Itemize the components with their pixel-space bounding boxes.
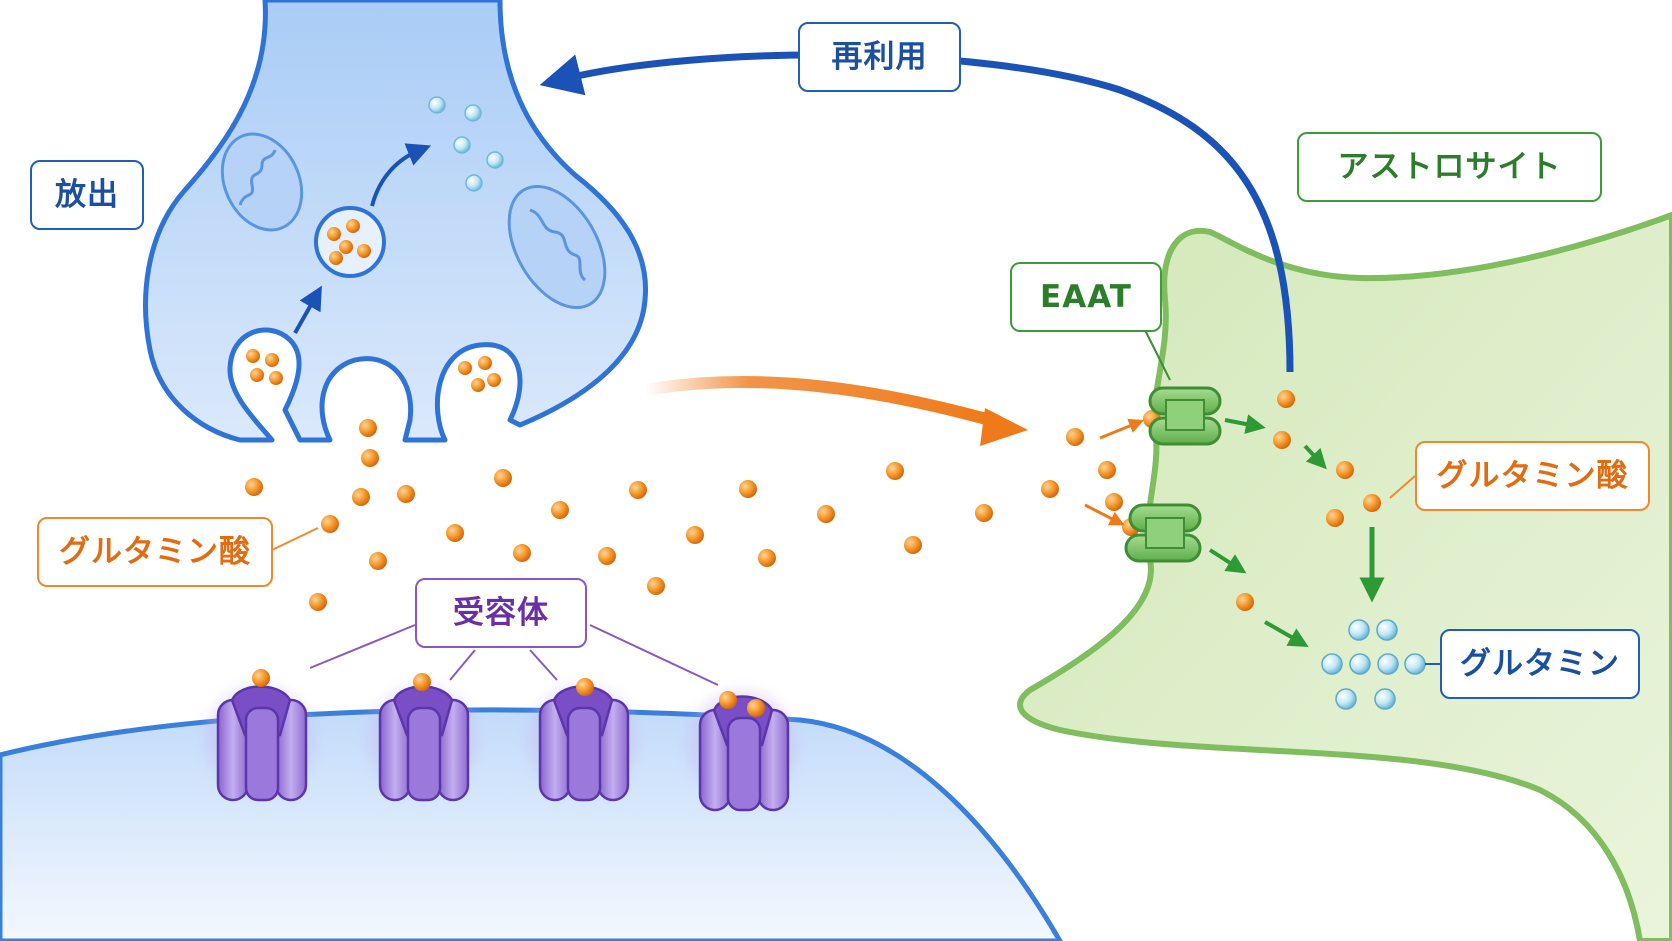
reuse-label: 再利用 xyxy=(798,22,961,92)
uptake-arrow-2 xyxy=(1084,503,1125,526)
eaat-label: EAAT xyxy=(1010,262,1162,332)
mitochondrion-left xyxy=(220,132,304,232)
receptor-label: 受容体 xyxy=(415,578,587,648)
reuse-arrow xyxy=(539,51,1294,373)
glutamine-label: グルタミン xyxy=(1440,629,1640,699)
receptor-1 xyxy=(205,669,315,802)
vesicle-path-arrow-2 xyxy=(370,143,432,207)
receptor-3 xyxy=(527,678,637,802)
receptor-leader-lines xyxy=(309,624,719,686)
recycled-glutamine-cluster xyxy=(428,96,504,192)
docked-vesicle-left xyxy=(246,349,283,385)
eaat-transporter-top xyxy=(1148,386,1222,446)
astrocyte-label: アストロサイト xyxy=(1297,132,1602,202)
glutamate-right-label: グルタミン酸 xyxy=(1415,441,1650,511)
receptors xyxy=(205,669,797,812)
receptor-2 xyxy=(367,673,477,802)
receptor-4 xyxy=(687,690,797,812)
synaptic-vesicle xyxy=(314,206,386,278)
mitochondrion-right xyxy=(507,184,607,310)
conversion-arrows xyxy=(1208,414,1385,647)
glutamine-cluster xyxy=(1321,619,1426,710)
release-label: 放出 xyxy=(30,160,144,230)
vesicle-path-arrow-1 xyxy=(293,285,322,334)
glutamate-flow-arrow xyxy=(643,375,1028,446)
eaat-transporter-bottom xyxy=(1124,503,1202,563)
astrocyte-glutamate xyxy=(1236,390,1381,611)
glutamate-particles xyxy=(245,410,1161,611)
presynaptic-terminal xyxy=(143,0,649,443)
glutamate-left-leader xyxy=(271,527,319,551)
glutamate-right-leader xyxy=(1389,475,1416,499)
eaat-leader-line xyxy=(1144,329,1171,381)
docked-vesicle-right xyxy=(458,356,501,392)
glutamate-left-label: グルタミン酸 xyxy=(37,517,273,587)
uptake-arrow-1 xyxy=(1099,418,1144,440)
